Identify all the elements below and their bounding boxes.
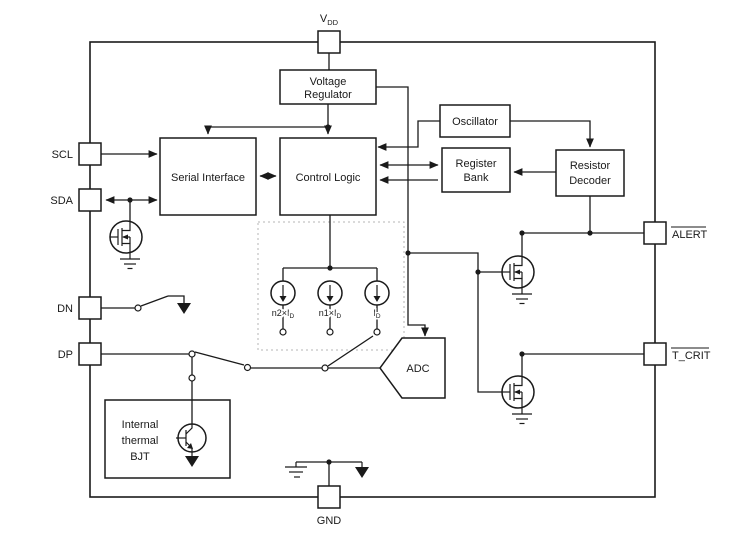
- register-bank-block: [441, 147, 511, 193]
- tcrit-open-drain-mosfet: [501, 375, 535, 425]
- blocks: [104, 69, 625, 479]
- source-contact-n1: [326, 328, 334, 336]
- junction-dots: [127, 124, 593, 465]
- adc-label: ADC: [406, 363, 429, 375]
- control-logic-block: [279, 137, 377, 216]
- sda-open-drain-mosfet: [109, 220, 143, 270]
- pin-alert: [643, 221, 667, 245]
- mux-contact-2: [321, 364, 329, 372]
- dp-pin-label: DP: [58, 349, 73, 361]
- source-contact-n2: [279, 328, 287, 336]
- pin-vdd: [317, 30, 341, 54]
- tcrit-pin-label: T_CRIT: [672, 350, 711, 362]
- pin-dn: [78, 296, 102, 320]
- scl-pin-label: SCL: [52, 149, 73, 161]
- gnd-pin-label: GND: [317, 515, 342, 527]
- labels: VDD SCL SDA DN DP ALERT T_CRIT GND Volta…: [50, 13, 710, 527]
- current-source-unit-label: ID: [373, 308, 381, 320]
- thermal-bjt-label-3: BJT: [130, 451, 150, 463]
- serial-interface-block: [159, 137, 257, 216]
- dn-substrate-arrow: [177, 303, 191, 314]
- internal-thermal-bjt-block: [104, 399, 231, 479]
- source-contact-unit: [373, 328, 381, 336]
- sda-pin-label: SDA: [50, 195, 73, 207]
- alert-pin-label: ALERT: [672, 229, 708, 241]
- pin-dp: [78, 342, 102, 366]
- resistor-decoder-label-1: Resistor: [570, 160, 611, 172]
- current-source-n1-label: n1×ID: [319, 308, 342, 320]
- pin-sda: [78, 188, 102, 212]
- mux-contact-1: [243, 363, 252, 372]
- analog-front-end-group-outline: [257, 221, 405, 351]
- control-logic-label: Control Logic: [296, 172, 361, 184]
- serial-interface-label: Serial Interface: [171, 172, 245, 184]
- dn-pin-label: DN: [57, 303, 73, 315]
- current-source-n2: [270, 280, 296, 306]
- pin-gnd: [317, 485, 341, 509]
- pin-boxes: [78, 30, 667, 509]
- alert-open-drain-mosfet: [501, 255, 535, 305]
- pin-scl: [78, 142, 102, 166]
- voltage-regulator-label-2: Regulator: [304, 89, 352, 101]
- oscillator-label: Oscillator: [452, 116, 498, 128]
- current-source-unit: [364, 280, 390, 306]
- resistor-decoder-label-2: Decoder: [569, 175, 611, 187]
- thermal-bjt-label-2: thermal: [122, 435, 159, 447]
- register-bank-label-1: Register: [456, 158, 497, 170]
- gnd-substrate-arrow: [355, 462, 369, 478]
- gnd-earth-symbol: [285, 462, 307, 478]
- current-source-n1: [317, 280, 343, 306]
- thermal-bjt-label-1: Internal: [122, 419, 159, 431]
- oscillator-block: [439, 104, 511, 138]
- mux-contacts: [134, 304, 381, 382]
- vdd-pin-label: VDD: [320, 13, 339, 27]
- voltage-regulator-block: [279, 69, 377, 105]
- pin-tcrit: [643, 342, 667, 366]
- current-source-n2-label: n2×ID: [272, 308, 295, 320]
- resistor-decoder-block: [555, 149, 625, 197]
- adc-block: [379, 337, 446, 399]
- voltage-regulator-label-1: Voltage: [310, 76, 347, 88]
- wires: [101, 53, 644, 486]
- bjt-tap-contact: [188, 374, 196, 382]
- dn-switch-contact: [134, 304, 142, 312]
- register-bank-label-2: Bank: [463, 172, 489, 184]
- dp-node-contact: [188, 350, 196, 358]
- chip-outline: [89, 41, 656, 498]
- thermal-bjt-symbol: [176, 423, 207, 467]
